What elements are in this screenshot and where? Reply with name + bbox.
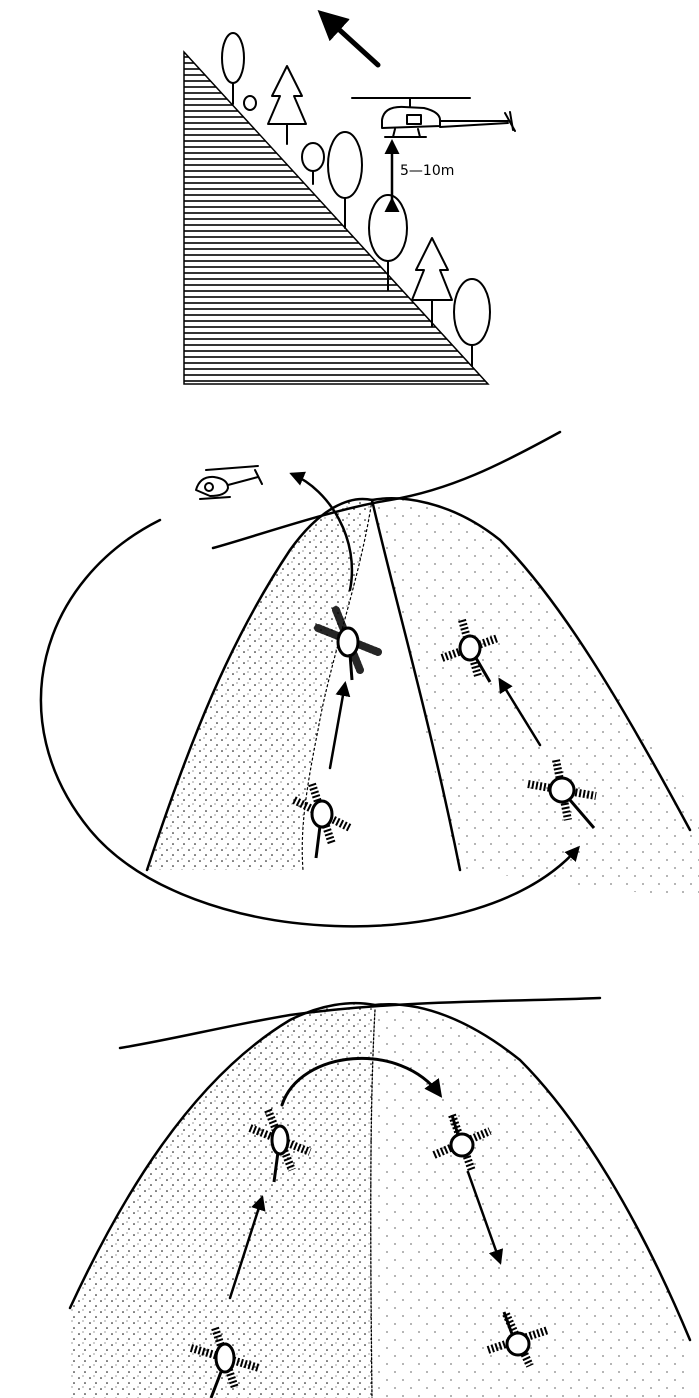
left-spur — [147, 499, 372, 870]
tree-icon — [244, 96, 256, 110]
ridge-crossing-panel — [70, 998, 690, 1398]
hill-cross-section — [184, 52, 488, 384]
helicopter-icon — [352, 98, 515, 137]
tree-icon — [268, 66, 306, 144]
right-slope — [371, 1004, 690, 1398]
tree-icon — [222, 33, 244, 104]
parallel-ridge-panel — [41, 432, 699, 926]
tree-icon — [302, 143, 324, 184]
height-label: 5—10m — [400, 163, 454, 179]
direction-arrow-icon — [322, 14, 378, 65]
slope-profile-panel: 5—10m — [184, 14, 515, 384]
helicopter-icon — [196, 466, 262, 499]
tree-icon — [328, 132, 362, 228]
